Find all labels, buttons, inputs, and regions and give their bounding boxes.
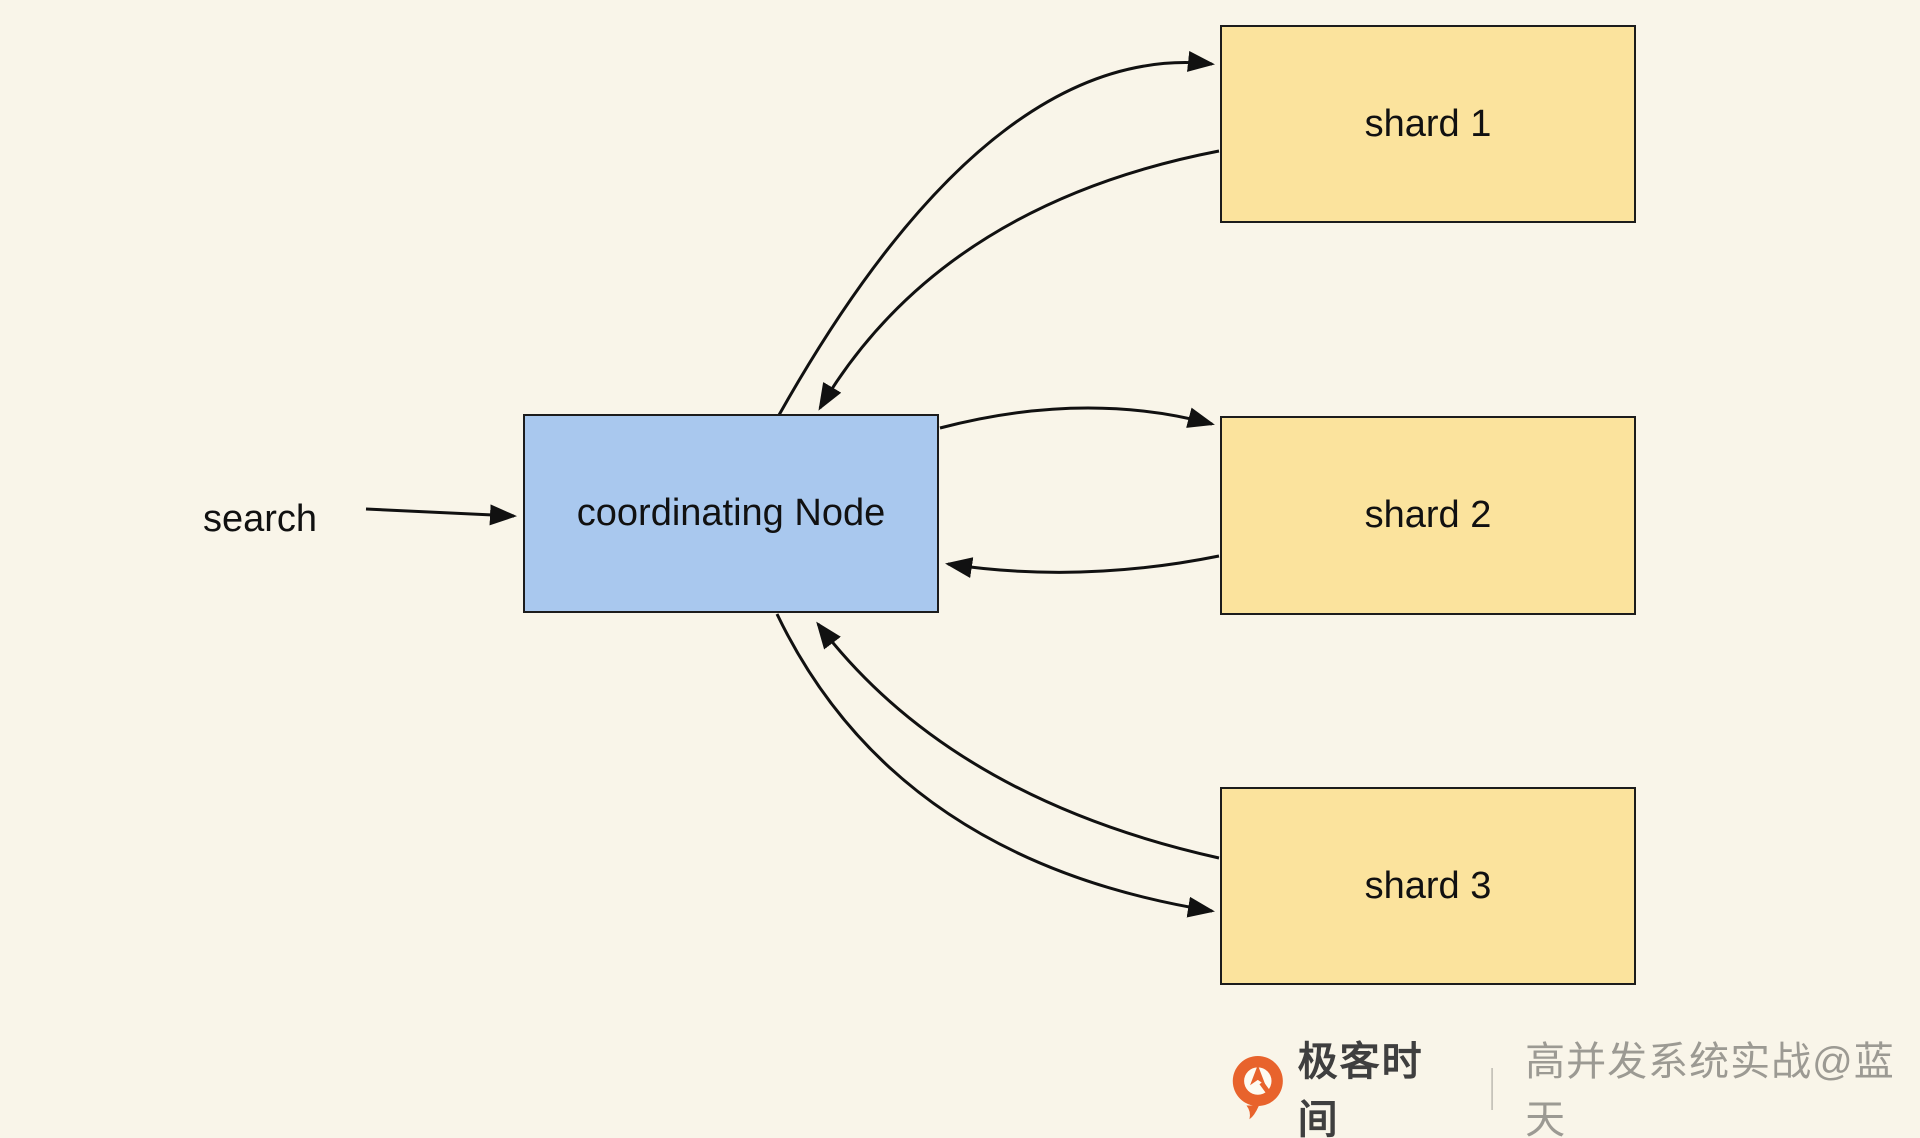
arrow-search-to-coordinator (365, 504, 517, 526)
coordinating-node-label: coordinating Node (576, 492, 886, 534)
arrow-coordinator-to-shard2 (939, 406, 1215, 430)
shard-3-label: shard 3 (1364, 864, 1492, 907)
shard-1-box: shard 1 (1220, 25, 1636, 223)
coordinating-node-box: coordinating Node (523, 414, 939, 613)
arrow-coordinator-to-shard1 (777, 51, 1215, 416)
arrow-shard3-to-coordinator (816, 621, 1220, 860)
shard-2-label: shard 2 (1364, 494, 1492, 536)
arrow-shard1-to-coordinator (818, 149, 1220, 411)
geektime-logo-icon (1232, 1056, 1283, 1120)
brand-name-text: 极客时间 (1297, 1040, 1424, 1138)
arrow-shard2-to-coordinator (945, 554, 1220, 578)
shard-1-label: shard 1 (1364, 102, 1492, 145)
watermark-text: 高并发系统实战@蓝天 (1525, 1040, 1895, 1138)
shard-3-box: shard 3 (1220, 787, 1636, 985)
brand-separator: ｜ (1471, 1066, 1514, 1114)
branding-footer: 极客时间 ｜ 高并发系统实战@蓝天 (1228, 1040, 1920, 1138)
shard-2-box: shard 2 (1220, 416, 1636, 615)
arrow-coordinator-to-shard3 (775, 613, 1215, 918)
search-label: search (202, 498, 318, 540)
